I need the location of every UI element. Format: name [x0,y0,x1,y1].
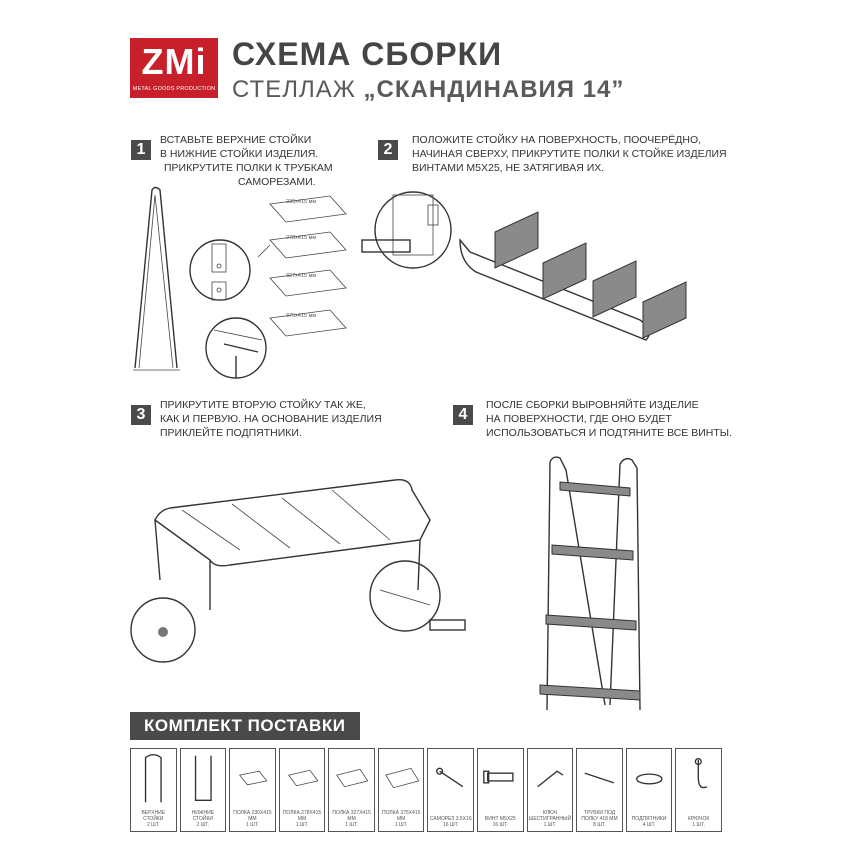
kit-title: КОМПЛЕКТ ПОСТАВКИ [130,712,360,740]
kit-item-shelf-327: ПОЛКА 327х415 мм1 шт. [328,748,375,832]
logo-text: ZMi [141,41,207,82]
shelf-icon [336,768,369,788]
kit-item-name: ВИНТ М5х25 [484,816,516,822]
kit-item-qty: 1 шт. [246,822,259,828]
kit-item-shelf-230: ПОЛКА 230х415 мм1 шт. [229,748,276,832]
step-2-illustration [361,191,687,341]
kit-item-qty: 1 шт. [394,822,408,828]
kit-item-name: ВЕРХНИЕ СТОЙКИ [141,810,166,822]
step-4-line-3: ИСПОЛЬЗОВАТЬСЯ И ПОДТЯНИТЕ ВСЕ ВИНТЫ. [486,427,732,439]
kit-item-name: ПОЛКА 375х415 мм [381,810,421,822]
shelf-icon [239,770,268,786]
page-title: СХЕМА СБОРКИ [232,36,503,72]
step-2-line-2: НАЧИНАЯ СВЕРХУ, ПРИКРУТИТЕ ПОЛКИ К СТОЙК… [412,148,727,160]
upper-post-icon [144,754,162,803]
shelf-label-278: 278х415 мм [286,235,317,241]
shelf-icon [385,767,420,789]
step-1-line-3: ПРИКРУТИТЕ ПОЛКИ К ТРУБКАМ [164,162,333,174]
kit-item-name: ТРУБКИ ПОД ПОЛКУ 418 мм [581,810,618,822]
tube-icon [584,772,615,784]
self-tapping-screw-icon [436,767,464,788]
kit-item-name: ПОЛКА 230х415 мм [233,810,272,822]
hook-icon [695,757,708,789]
step-2-line-1: ПОЛОЖИТЕ СТОЙКУ НА ПОВЕРХНОСТЬ, ПООЧЕРЁД… [412,134,702,146]
step-2-text: ПОЛОЖИТЕ СТОЙКУ НА ПОВЕРХНОСТЬ, ПООЧЕРЁД… [412,133,727,175]
kit-item-name: НИЖНИЕ СТОЙКИ [191,810,215,822]
kit-item-qty: 1 шт. [543,822,557,828]
step-3-line-2: КАК И ПЕРВУЮ. НА ОСНОВАНИЕ ИЗДЕЛИЯ [160,413,382,425]
step-1-line-2: В НИЖНИЕ СТОЙКИ ИЗДЕЛИЯ. [160,148,319,160]
step-3-illustration [130,479,466,663]
zmi-logo: ZMi METAL GOODS PRODUCTION [130,38,218,98]
kit-item-qty: 1 шт. [692,822,705,828]
hex-key-icon [536,770,563,788]
kit-item-shelf-375: ПОЛКА 375х415 мм1 шт. [377,748,425,832]
step-2-line-3: ВИНТАМИ М5х25, НЕ ЗАТЯГИВАЯ ИХ. [412,162,605,174]
shelf-label-327: 327х415 мм [286,273,317,279]
shelf-label-230: 230х415 мм [286,199,317,205]
step-2-number: 2 [378,140,398,160]
step-4-text: ПОСЛЕ СБОРКИ ВЫРОВНЯЙТЕ ИЗДЕЛИЕ НА ПОВЕР… [486,398,732,440]
kit-item-shelf-278: ПОЛКА 278х415 мм1 шт. [278,748,326,832]
kit-item-qty: 2 шт. [196,822,210,828]
logo-tagline: METAL GOODS PRODUCTION [132,86,216,92]
step-4-number: 4 [453,405,473,425]
kit-item-qty: 2 шт. [146,822,160,828]
step-3-number: 3 [131,405,151,425]
lower-post-icon [194,755,212,801]
kit-item-qty: 16 шт. [492,822,509,828]
kit-item-tube: ТРУБКИ ПОД ПОЛКУ 418 мм8 шт. [576,748,623,832]
kit-item-name: КЛЮЧ ШЕСТИГРАННЫЙ [528,810,572,822]
step-1-post-illustration [133,186,180,371]
step-1-number: 1 [131,140,151,160]
step-1-shelves [257,195,347,337]
page-subtitle: СТЕЛЛАЖ „СКАНДИНАВИЯ 14” [232,76,624,104]
step-1-line-4: САМОРЕЗАМИ. [238,176,316,188]
kit-item-name: ПОЛКА 327х415 мм [332,810,371,822]
step-3-text: ПРИКРУТИТЕ ВТОРУЮ СТОЙКУ ТАК ЖЕ, КАК И П… [160,398,382,440]
kit-item-name: ПОДПЯТНИКИ [631,816,667,822]
step-4-line-2: НА ПОВЕРХНОСТИ, ГДЕ ОНО БУДЕТ [486,413,672,425]
kit-item-name: КРЮЧОК [688,816,710,822]
kit-item-name: САМОРЕЗ 3.5х16 [429,816,472,822]
step-1-text: ВСТАВЬТЕ ВЕРХНИЕ СТОЙКИ В НИЖНИЕ СТОЙКИ … [160,133,333,189]
subtitle-prefix: СТЕЛЛАЖ [232,76,364,103]
subtitle-product-name: „СКАНДИНАВИЯ 14” [363,76,625,103]
step-4-line-1: ПОСЛЕ СБОРКИ ВЫРОВНЯЙТЕ ИЗДЕЛИЕ [486,399,699,411]
screw-m5-icon [483,770,514,784]
kit-item-qty: 1 шт. [295,822,309,828]
step-1-connector-detail [189,239,251,301]
step-4-illustration [539,456,641,711]
kit-item-screw-m5: ВИНТ М5х2516 шт. [477,748,524,832]
kit-item-qty: 16 шт. [443,822,459,828]
step-3-line-3: ПРИКЛЕЙТЕ ПОДПЯТНИКИ. [160,427,302,439]
kit-item-name: ПОЛКА 278х415 мм [282,810,322,822]
kit-item-qty: 8 шт. [593,822,606,828]
kit-item-qty: 1 шт. [345,822,358,828]
shelf-label-375: 375х415 мм [286,313,317,319]
kit-item-self-tapping-screw: САМОРЕЗ 3.5х1616 шт. [427,748,475,832]
foot-pad-icon [635,773,663,785]
kit-item-qty: 4 шт. [642,822,656,828]
step-3-line-1: ПРИКРУТИТЕ ВТОРУЮ СТОЙКУ ТАК ЖЕ, [160,399,366,411]
step-1-line-1: ВСТАВЬТЕ ВЕРХНИЕ СТОЙКИ [160,134,312,146]
step-1-shelf-screw-detail [205,317,267,379]
shelf-icon [287,769,319,787]
